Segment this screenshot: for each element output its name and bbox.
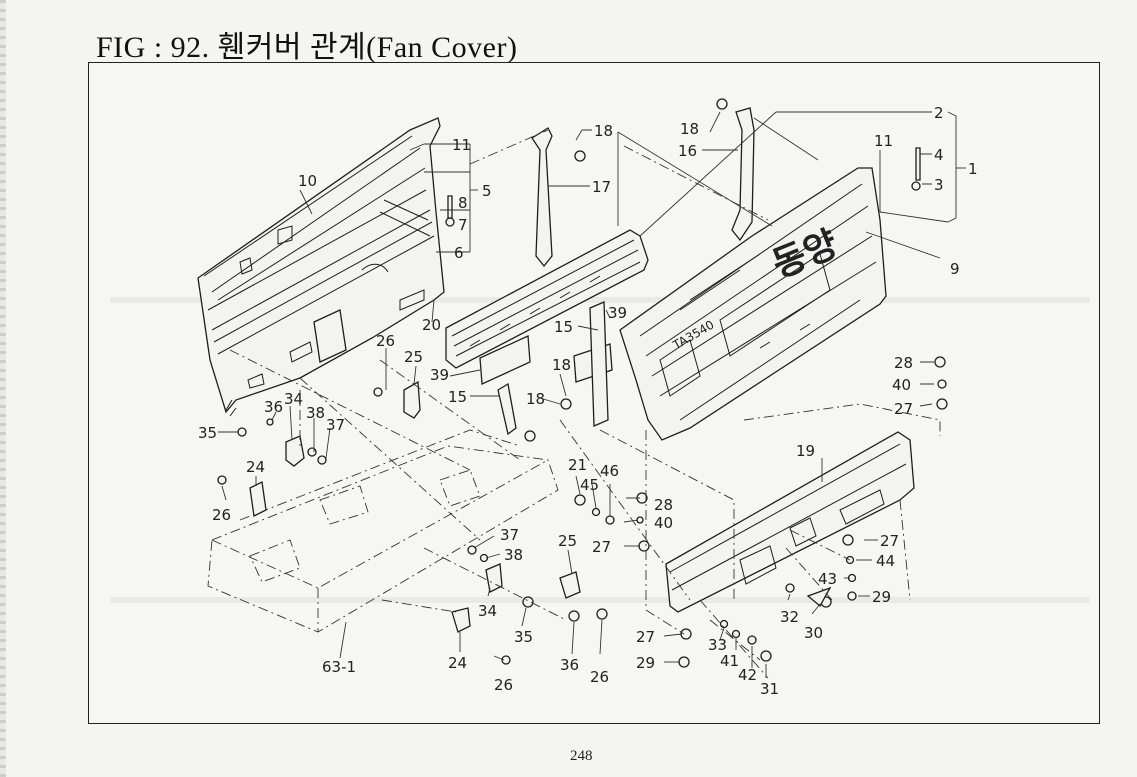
page-title: FIG : 92. 휀커버 관계(Fan Cover)	[96, 31, 518, 64]
callout-38-a: 38	[306, 404, 325, 422]
callout-34-b: 34	[478, 602, 497, 620]
fasteners	[217, 98, 948, 668]
callout-25-a: 25	[404, 348, 423, 366]
upper-panel-10	[197, 117, 445, 417]
callout-33: 33	[708, 636, 727, 654]
callout-3: 3	[934, 176, 944, 194]
callout-26-d: 26	[590, 668, 609, 686]
callout-44: 44	[876, 552, 895, 570]
callout-15-right: 15	[554, 318, 573, 336]
callout-39-b: 39	[608, 304, 627, 322]
callout-8: 8	[458, 194, 468, 212]
callout-37-b: 37	[500, 526, 519, 544]
callout-20: 20	[422, 316, 441, 334]
callout-43: 43	[818, 570, 837, 588]
callout-40-a: 40	[892, 376, 911, 394]
binding-edge	[0, 0, 6, 777]
callout-18-d: 18	[526, 390, 545, 408]
callout-40-b: 40	[654, 514, 673, 532]
callout-26-c: 26	[494, 676, 513, 694]
lower-crossmember-19	[665, 431, 915, 613]
callout-16: 16	[678, 142, 697, 160]
callout-36-a: 36	[264, 398, 283, 416]
callout-18-c: 18	[552, 356, 571, 374]
callout-5: 5	[482, 182, 492, 200]
callout-6: 6	[454, 244, 464, 262]
callout-11-right: 11	[874, 132, 893, 150]
leader-lines	[218, 111, 966, 679]
callout-25-b: 25	[558, 532, 577, 550]
callout-42: 42	[738, 666, 757, 684]
vertical-strips-16-17	[531, 107, 755, 268]
callout-24-a: 24	[246, 458, 265, 476]
callout-29-b: 29	[636, 654, 655, 672]
callout-11-left: 11	[452, 136, 471, 154]
callout-31: 31	[760, 680, 779, 698]
callout-32: 32	[780, 608, 799, 626]
middle-panel-20	[445, 229, 649, 369]
callout-4: 4	[934, 146, 944, 164]
callout-27-c: 27	[880, 532, 899, 550]
right-grille-panel	[619, 167, 887, 441]
callout-35-a: 35	[198, 424, 217, 442]
callout-15-left: 15	[448, 388, 467, 406]
callout-46: 46	[600, 462, 619, 480]
callout-45: 45	[580, 476, 599, 494]
callout-41: 41	[720, 652, 739, 670]
callout-28-a: 28	[894, 354, 913, 372]
callout-18-a: 18	[594, 122, 613, 140]
callout-18-b: 18	[680, 120, 699, 138]
callout-24-b: 24	[448, 654, 467, 672]
callout-35-b: 35	[514, 628, 533, 646]
callout-63-1: 63-1	[322, 658, 356, 676]
callout-2: 2	[934, 104, 944, 122]
callout-1: 1	[968, 160, 978, 178]
callout-9: 9	[950, 260, 960, 278]
callout-labels: 1 2 3 4 5 6 7 8 9 10 11 11 15 15 16 17 1…	[198, 104, 978, 698]
page-number: 248	[570, 748, 593, 764]
callout-28-b: 28	[654, 496, 673, 514]
callout-29-a: 29	[872, 588, 891, 606]
callout-39-a: 39	[430, 366, 449, 384]
callout-7: 7	[458, 216, 468, 234]
base-frame-63-1	[207, 429, 559, 633]
callout-17: 17	[592, 178, 611, 196]
callout-27-b: 27	[592, 538, 611, 556]
brackets-15-39	[479, 301, 613, 436]
callout-21: 21	[568, 456, 587, 474]
callout-34-a: 34	[284, 390, 303, 408]
callout-36-b: 36	[560, 656, 579, 674]
callout-26-b: 26	[212, 506, 231, 524]
callout-10: 10	[298, 172, 317, 190]
small-brackets-left	[249, 380, 581, 633]
callout-30: 30	[804, 624, 823, 642]
callout-27-a: 27	[894, 400, 913, 418]
callout-37-a: 37	[326, 416, 345, 434]
callout-26-a: 26	[376, 332, 395, 350]
callout-38-b: 38	[504, 546, 523, 564]
callout-27-d: 27	[636, 628, 655, 646]
callout-19: 19	[796, 442, 815, 460]
